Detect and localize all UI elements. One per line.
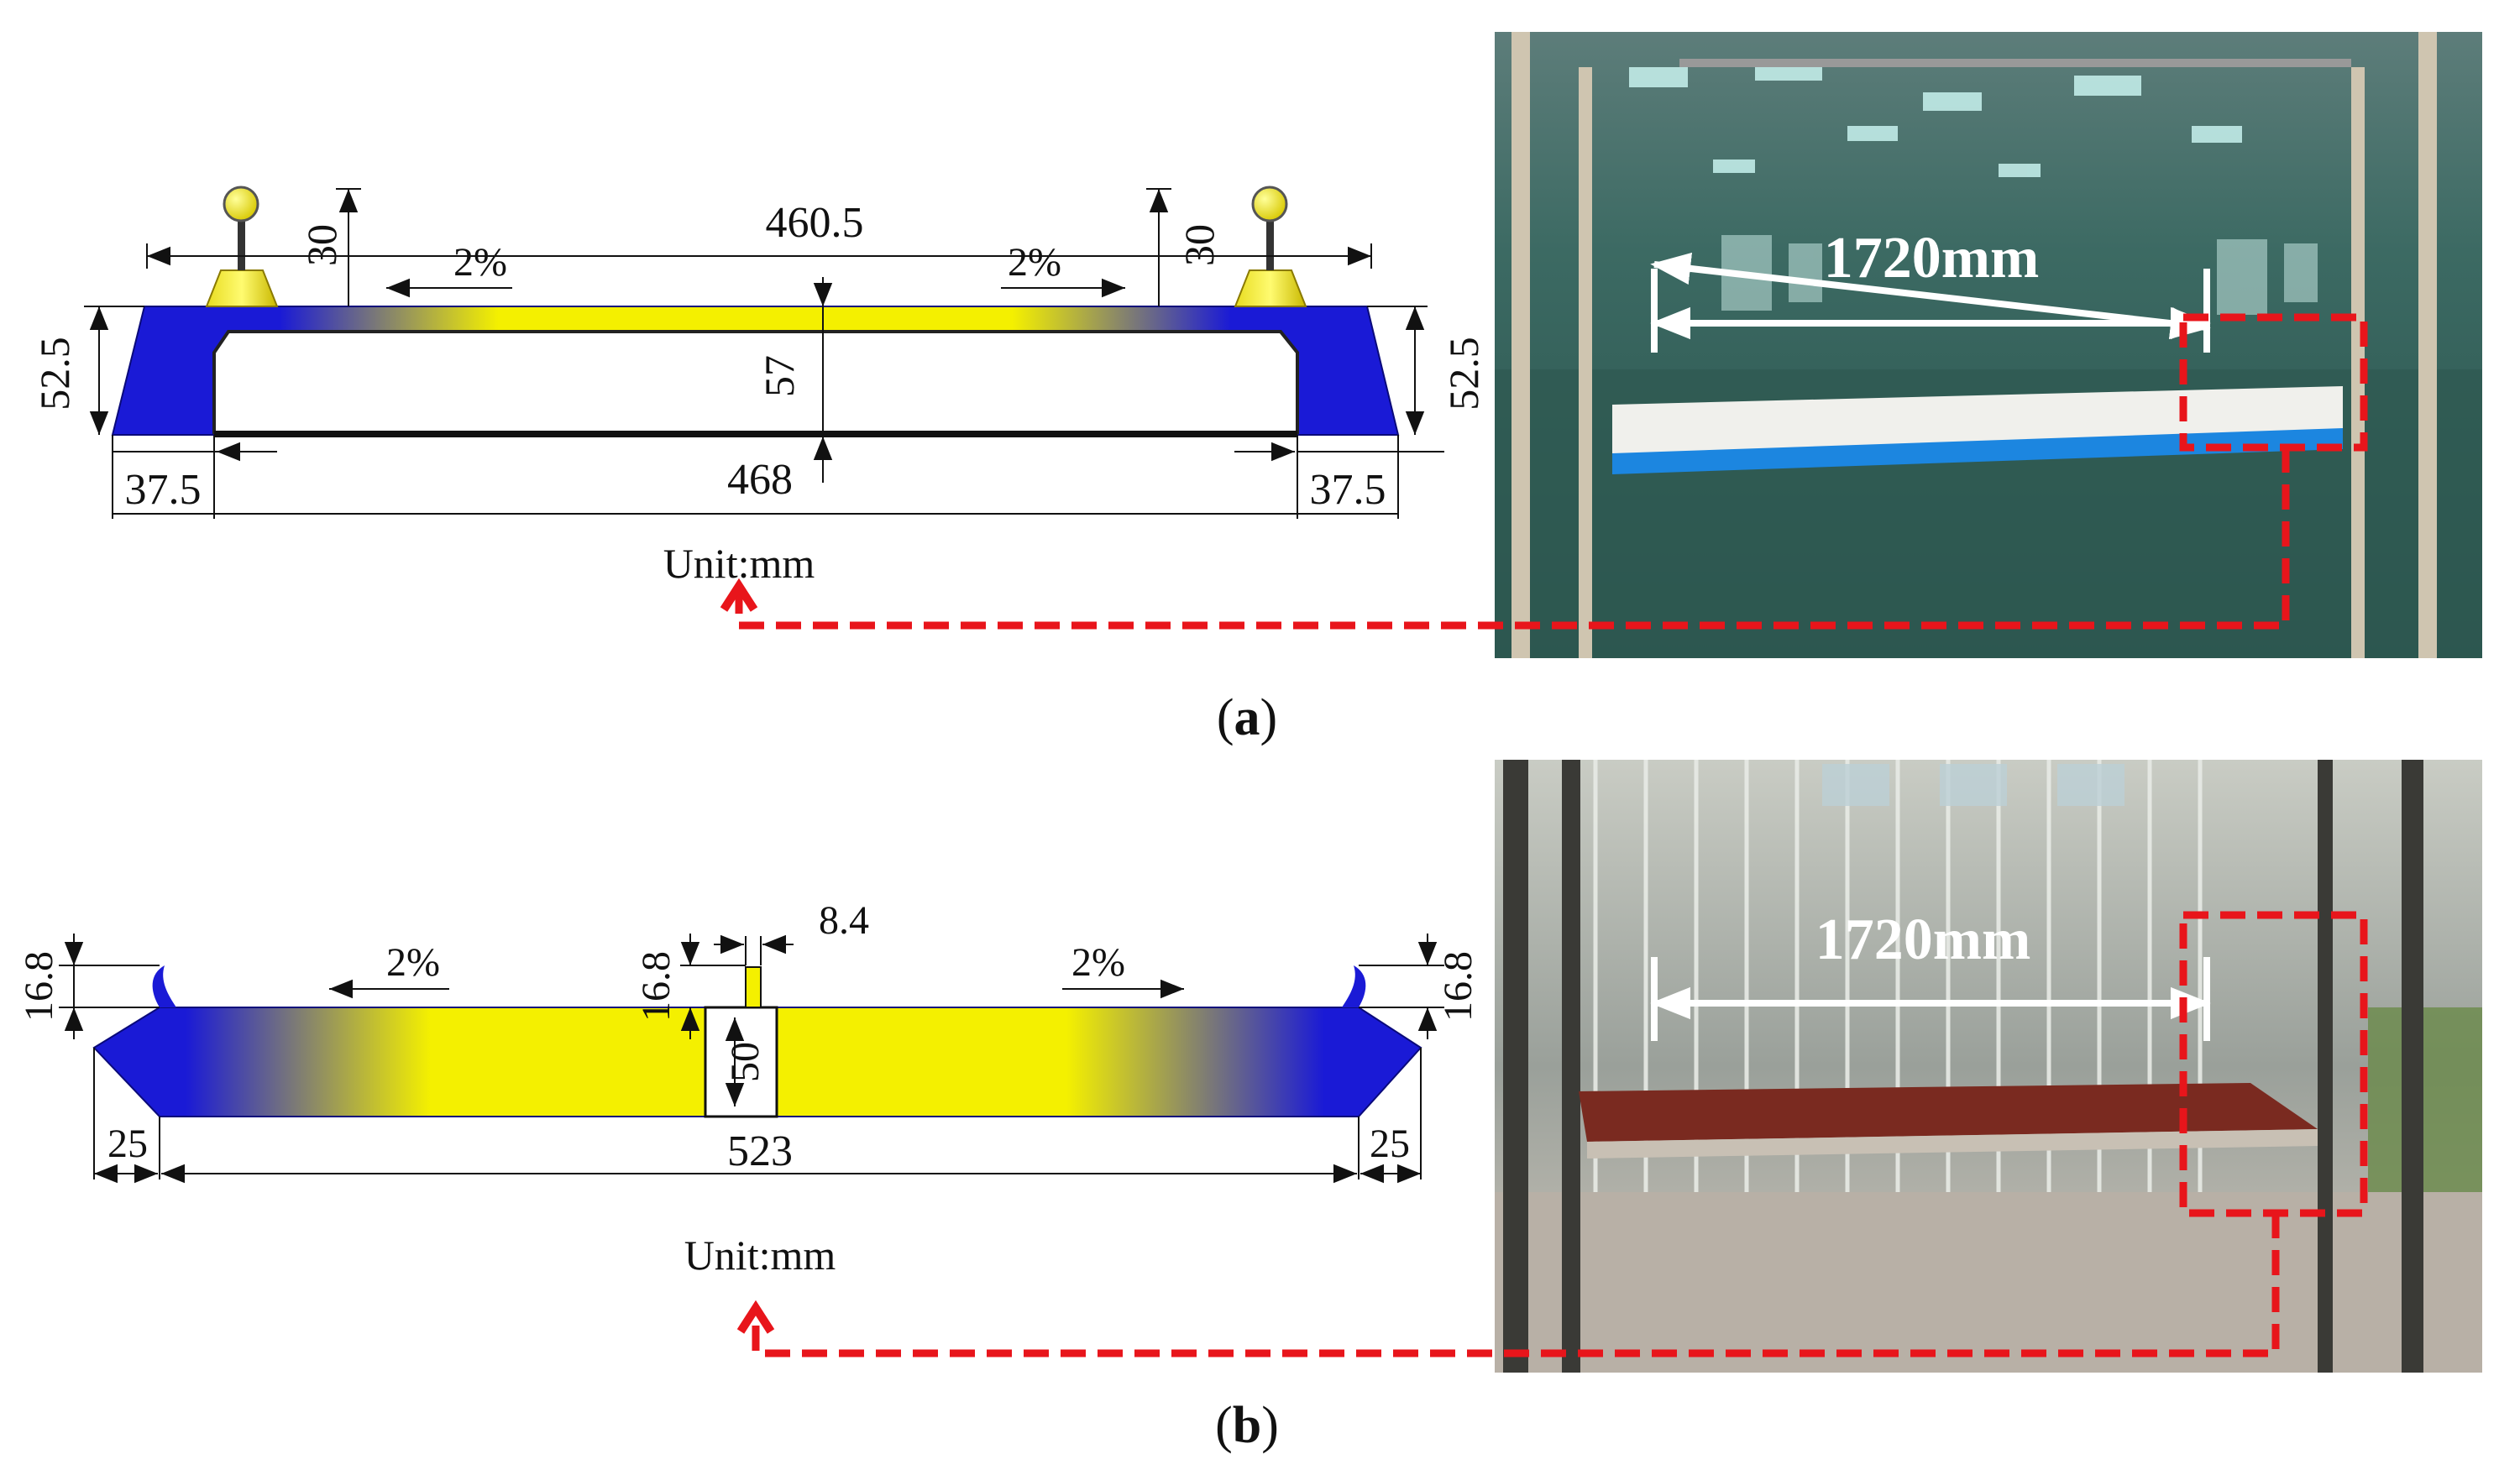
panel-b-slope-left-label: 2% — [386, 940, 440, 985]
panel-a-left-post-label: 30 — [298, 224, 345, 266]
panel-a-right-railing — [1234, 186, 1307, 307]
panel-b-slot-width-label: 8.4 — [819, 898, 869, 943]
panel-a-caption: (a) — [1217, 689, 1277, 746]
panel-a-top-span-label: 460.5 — [766, 199, 864, 247]
panel-b-drawing: 16.8 16.8 16.8 8.4 50 2% 2% 25 — [17, 898, 1480, 1279]
panel-a-left-height-label: 52.5 — [31, 337, 78, 411]
panel-b-left-edge-label: 25 — [107, 1122, 148, 1166]
panel-a-drawing: 460.5 30 30 2% 2% 57 52.5 52.5 — [31, 186, 1487, 587]
panel-a-right-height-label: 52.5 — [1440, 337, 1487, 411]
panel-a-right-edge-label: 37.5 — [1310, 466, 1386, 514]
panel-b-slope-right-label: 2% — [1071, 940, 1125, 985]
panel-a-slope-right-label: 2% — [1008, 240, 1061, 285]
panel-a-bottom-span-label: 468 — [727, 456, 793, 504]
panel-a-center-depth-label: 57 — [756, 355, 803, 397]
panel-a-photo-span-label: 1720mm — [1824, 226, 2040, 290]
panel-b-deck-left — [92, 1007, 706, 1117]
panel-b-span-label: 523 — [727, 1127, 793, 1175]
panel-a-right-post-label: 30 — [1176, 224, 1223, 266]
panel-b-slot-lip-label: 16.8 — [634, 951, 678, 1022]
panel-b-deck-right — [776, 1007, 1422, 1117]
panel-b-slot-depth-label: 50 — [723, 1042, 768, 1082]
panel-b-right-lip-label: 16.8 — [1436, 951, 1480, 1022]
panel-b-unit-label: Unit:mm — [684, 1232, 836, 1279]
panel-b-callout-connector — [752, 1213, 2280, 1357]
panel-a-slope-left-label: 2% — [453, 240, 507, 285]
panel-b-left-lip-label: 16.8 — [17, 951, 61, 1022]
panel-a-callout-connector — [735, 447, 2290, 630]
panel-a-photo: 1720mm — [1495, 32, 2482, 658]
panel-b-right-edge-label: 25 — [1370, 1122, 1410, 1166]
panel-b-photo-span-label: 1720mm — [1815, 907, 2031, 972]
panel-b-caption: (b) — [1215, 1397, 1279, 1454]
panel-a-callout-box — [2179, 313, 2368, 452]
panel-a-left-edge-label: 37.5 — [125, 466, 202, 514]
panel-b-photo: 1720mm — [1495, 760, 2482, 1373]
panel-a-left-railing — [205, 186, 279, 307]
